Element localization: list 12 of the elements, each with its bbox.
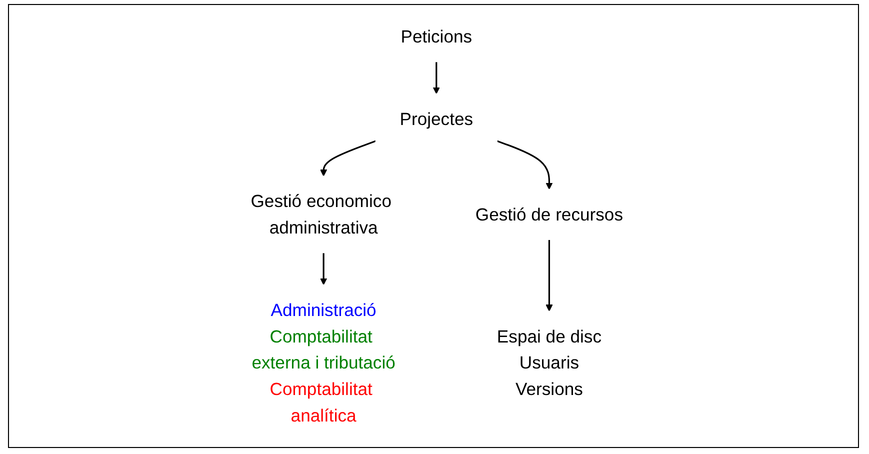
node-text: Gestió economico administrativa	[250, 191, 392, 238]
diagram-frame: Peticions Projectes Gestió economico administrativa Gestió de recursos Administració Comptabilitat externa i tributació Comptabilitat analítica Espai de disc Usuaris Versions	[8, 4, 859, 448]
node-text: Administració Comptabilitat externa i tributació Comptabilitat analítica	[252, 300, 396, 426]
arrow	[320, 140, 376, 176]
arrow	[496, 140, 553, 190]
arrow	[546, 240, 553, 312]
node-text: Gestió de recursos	[476, 204, 624, 224]
arrow	[320, 252, 328, 286]
node-text: Projectes	[400, 108, 474, 129]
node-text: Peticions	[400, 26, 472, 47]
arrow	[433, 62, 440, 94]
node-text: Espai de disc Usuaris Versions	[497, 326, 602, 400]
